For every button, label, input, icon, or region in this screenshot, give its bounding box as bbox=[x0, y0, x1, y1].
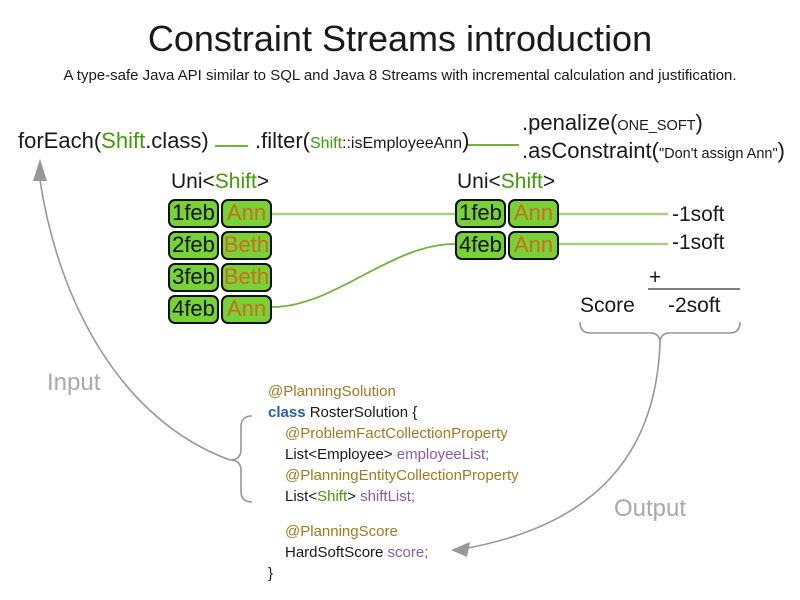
text-segment: "Don't assign Ann" bbox=[658, 146, 778, 162]
code-token: employeeList; bbox=[396, 446, 490, 463]
shift-employee-cell: Ann bbox=[221, 199, 272, 228]
score-bracket-icon bbox=[579, 321, 741, 344]
text-segment: .asConstraint( bbox=[522, 138, 659, 163]
input-arrowhead-icon bbox=[33, 159, 47, 181]
text-segment: Shift bbox=[310, 135, 343, 152]
code-line: class RosterSolution { bbox=[268, 402, 519, 423]
code-line: @PlanningScore bbox=[268, 521, 519, 542]
code-penalize: .penalize(ONE_SOFT) bbox=[522, 110, 703, 136]
match-curve-4feb bbox=[271, 243, 456, 308]
text-segment: ) bbox=[462, 128, 470, 153]
code-token: RosterSolution { bbox=[305, 404, 418, 421]
output-arrow-curve bbox=[461, 342, 661, 550]
code-line: @PlanningEntityCollectionProperty bbox=[268, 465, 519, 486]
output-arrowhead-icon bbox=[451, 542, 470, 557]
page-title: Constraint Streams introduction bbox=[147, 18, 653, 59]
text-segment: Uni< bbox=[171, 170, 215, 193]
shift-date-cell: 3feb bbox=[168, 263, 219, 292]
input-table-label: Uni<Shift> bbox=[171, 170, 269, 194]
code-asconstraint: .asConstraint("Don't assign Ann") bbox=[522, 138, 785, 164]
code-token: score; bbox=[387, 544, 429, 561]
shift-date-cell: 4feb bbox=[455, 231, 506, 260]
code-foreach: forEach(Shift.class) bbox=[18, 128, 209, 154]
code-token: @PlanningEntityCollectionProperty bbox=[285, 467, 519, 484]
total-score: -2soft bbox=[668, 294, 721, 317]
text-segment: forEach( bbox=[18, 128, 102, 153]
text-segment: ) bbox=[777, 138, 785, 163]
code-line: List<Shift> shiftList; bbox=[268, 486, 519, 507]
text-segment: ONE_SOFT bbox=[617, 118, 696, 134]
shift-date-cell: 2feb bbox=[168, 231, 219, 260]
penalty-score-2: -1soft bbox=[672, 231, 725, 254]
code-line: List<Employee> employeeList; bbox=[268, 444, 519, 465]
code-token: @PlanningScore bbox=[285, 523, 398, 540]
penalty-score-1: -1soft bbox=[672, 203, 725, 226]
page-subtitle: A type-safe Java API similar to SQL and … bbox=[63, 67, 737, 84]
text-segment: .penalize( bbox=[522, 110, 618, 135]
plus-sign: + bbox=[649, 266, 662, 289]
input-label: Input bbox=[47, 369, 101, 396]
code-line: HardSoftScore score; bbox=[268, 542, 519, 563]
shift-employee-cell: Ann bbox=[221, 295, 272, 324]
code-token: class bbox=[268, 404, 306, 421]
score-label: Score bbox=[580, 294, 635, 317]
code-token: List< bbox=[285, 488, 318, 505]
output-table-label: Uni<Shift> bbox=[457, 170, 555, 194]
shift-employee-cell: Ann bbox=[508, 231, 559, 260]
text-segment: > bbox=[256, 170, 270, 193]
text-segment: > bbox=[542, 170, 556, 193]
code-filter: .filter(Shift::isEmployeeAnn) bbox=[255, 128, 469, 154]
code-token: List<Employee> bbox=[285, 446, 397, 463]
roster-solution-code: @PlanningSolution class RosterSolution { @… bbox=[268, 381, 519, 584]
text-segment: Shift bbox=[500, 170, 543, 193]
code-brace-icon bbox=[229, 415, 253, 503]
code-token: shiftList; bbox=[360, 488, 416, 505]
code-token: @ProblemFactCollectionProperty bbox=[285, 425, 508, 442]
code-token: > bbox=[347, 488, 361, 505]
text-segment: ::isEmployeeAnn bbox=[342, 135, 463, 152]
text-segment: Shift bbox=[101, 128, 146, 153]
code-token: @PlanningSolution bbox=[268, 383, 396, 400]
text-segment: Shift bbox=[214, 170, 257, 193]
code-token: HardSoftScore bbox=[285, 544, 388, 561]
input-arrow-curve bbox=[39, 179, 231, 461]
shift-employee-cell: Beth bbox=[221, 263, 272, 292]
text-segment: Uni< bbox=[457, 170, 501, 193]
code-line: @PlanningSolution bbox=[268, 381, 519, 402]
code-line: } bbox=[268, 563, 519, 584]
code-token: } bbox=[268, 565, 274, 582]
shift-employee-cell: Beth bbox=[221, 231, 272, 260]
shift-date-cell: 1feb bbox=[455, 199, 506, 228]
shift-employee-cell: Ann bbox=[508, 199, 559, 228]
shift-date-cell: 4feb bbox=[168, 295, 219, 324]
code-line: @ProblemFactCollectionProperty bbox=[268, 423, 519, 444]
text-segment: ) bbox=[695, 110, 703, 135]
text-segment: .class) bbox=[145, 128, 209, 153]
output-label: Output bbox=[614, 495, 687, 522]
code-line bbox=[268, 507, 519, 521]
code-token: Shift bbox=[317, 488, 348, 505]
shift-date-cell: 1feb bbox=[168, 199, 219, 228]
text-segment: .filter( bbox=[255, 128, 310, 153]
